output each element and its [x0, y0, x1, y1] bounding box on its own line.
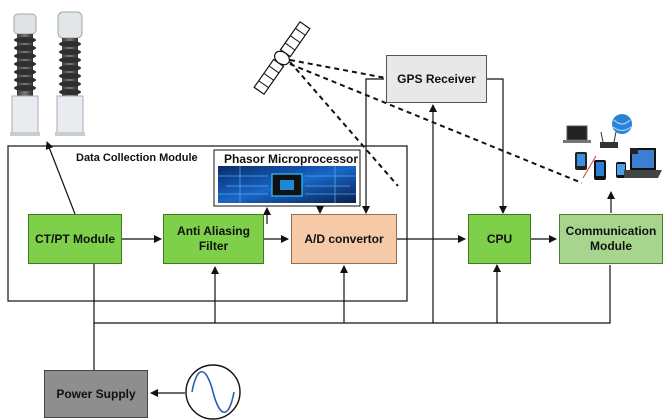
network-devices-icon — [563, 114, 662, 180]
cpu-block: CPU — [468, 214, 531, 264]
processor-chip-icon — [218, 166, 356, 203]
communication-module-block: Communication Module — [559, 214, 663, 264]
satellite-signal-lines — [289, 59, 583, 187]
satellite-icon — [253, 20, 311, 96]
data-collection-module-title: Data Collection Module — [76, 152, 198, 164]
connectors — [45, 78, 615, 397]
power-supply-block: Power Supply — [44, 370, 148, 418]
ctpt-module-block: CT/PT Module — [28, 214, 122, 264]
anti-aliasing-filter-block: Anti Aliasing Filter — [163, 214, 264, 264]
phasor-microprocessor-label: Phasor Microprocessor — [224, 152, 358, 166]
gps-receiver-block: GPS Receiver — [386, 55, 487, 103]
data-collection-module-frame — [7, 145, 408, 302]
instrument-transformer-icon — [10, 11, 85, 136]
ad-convertor-block: A/D convertor — [291, 214, 397, 264]
sine-wave-icon — [185, 364, 241, 420]
